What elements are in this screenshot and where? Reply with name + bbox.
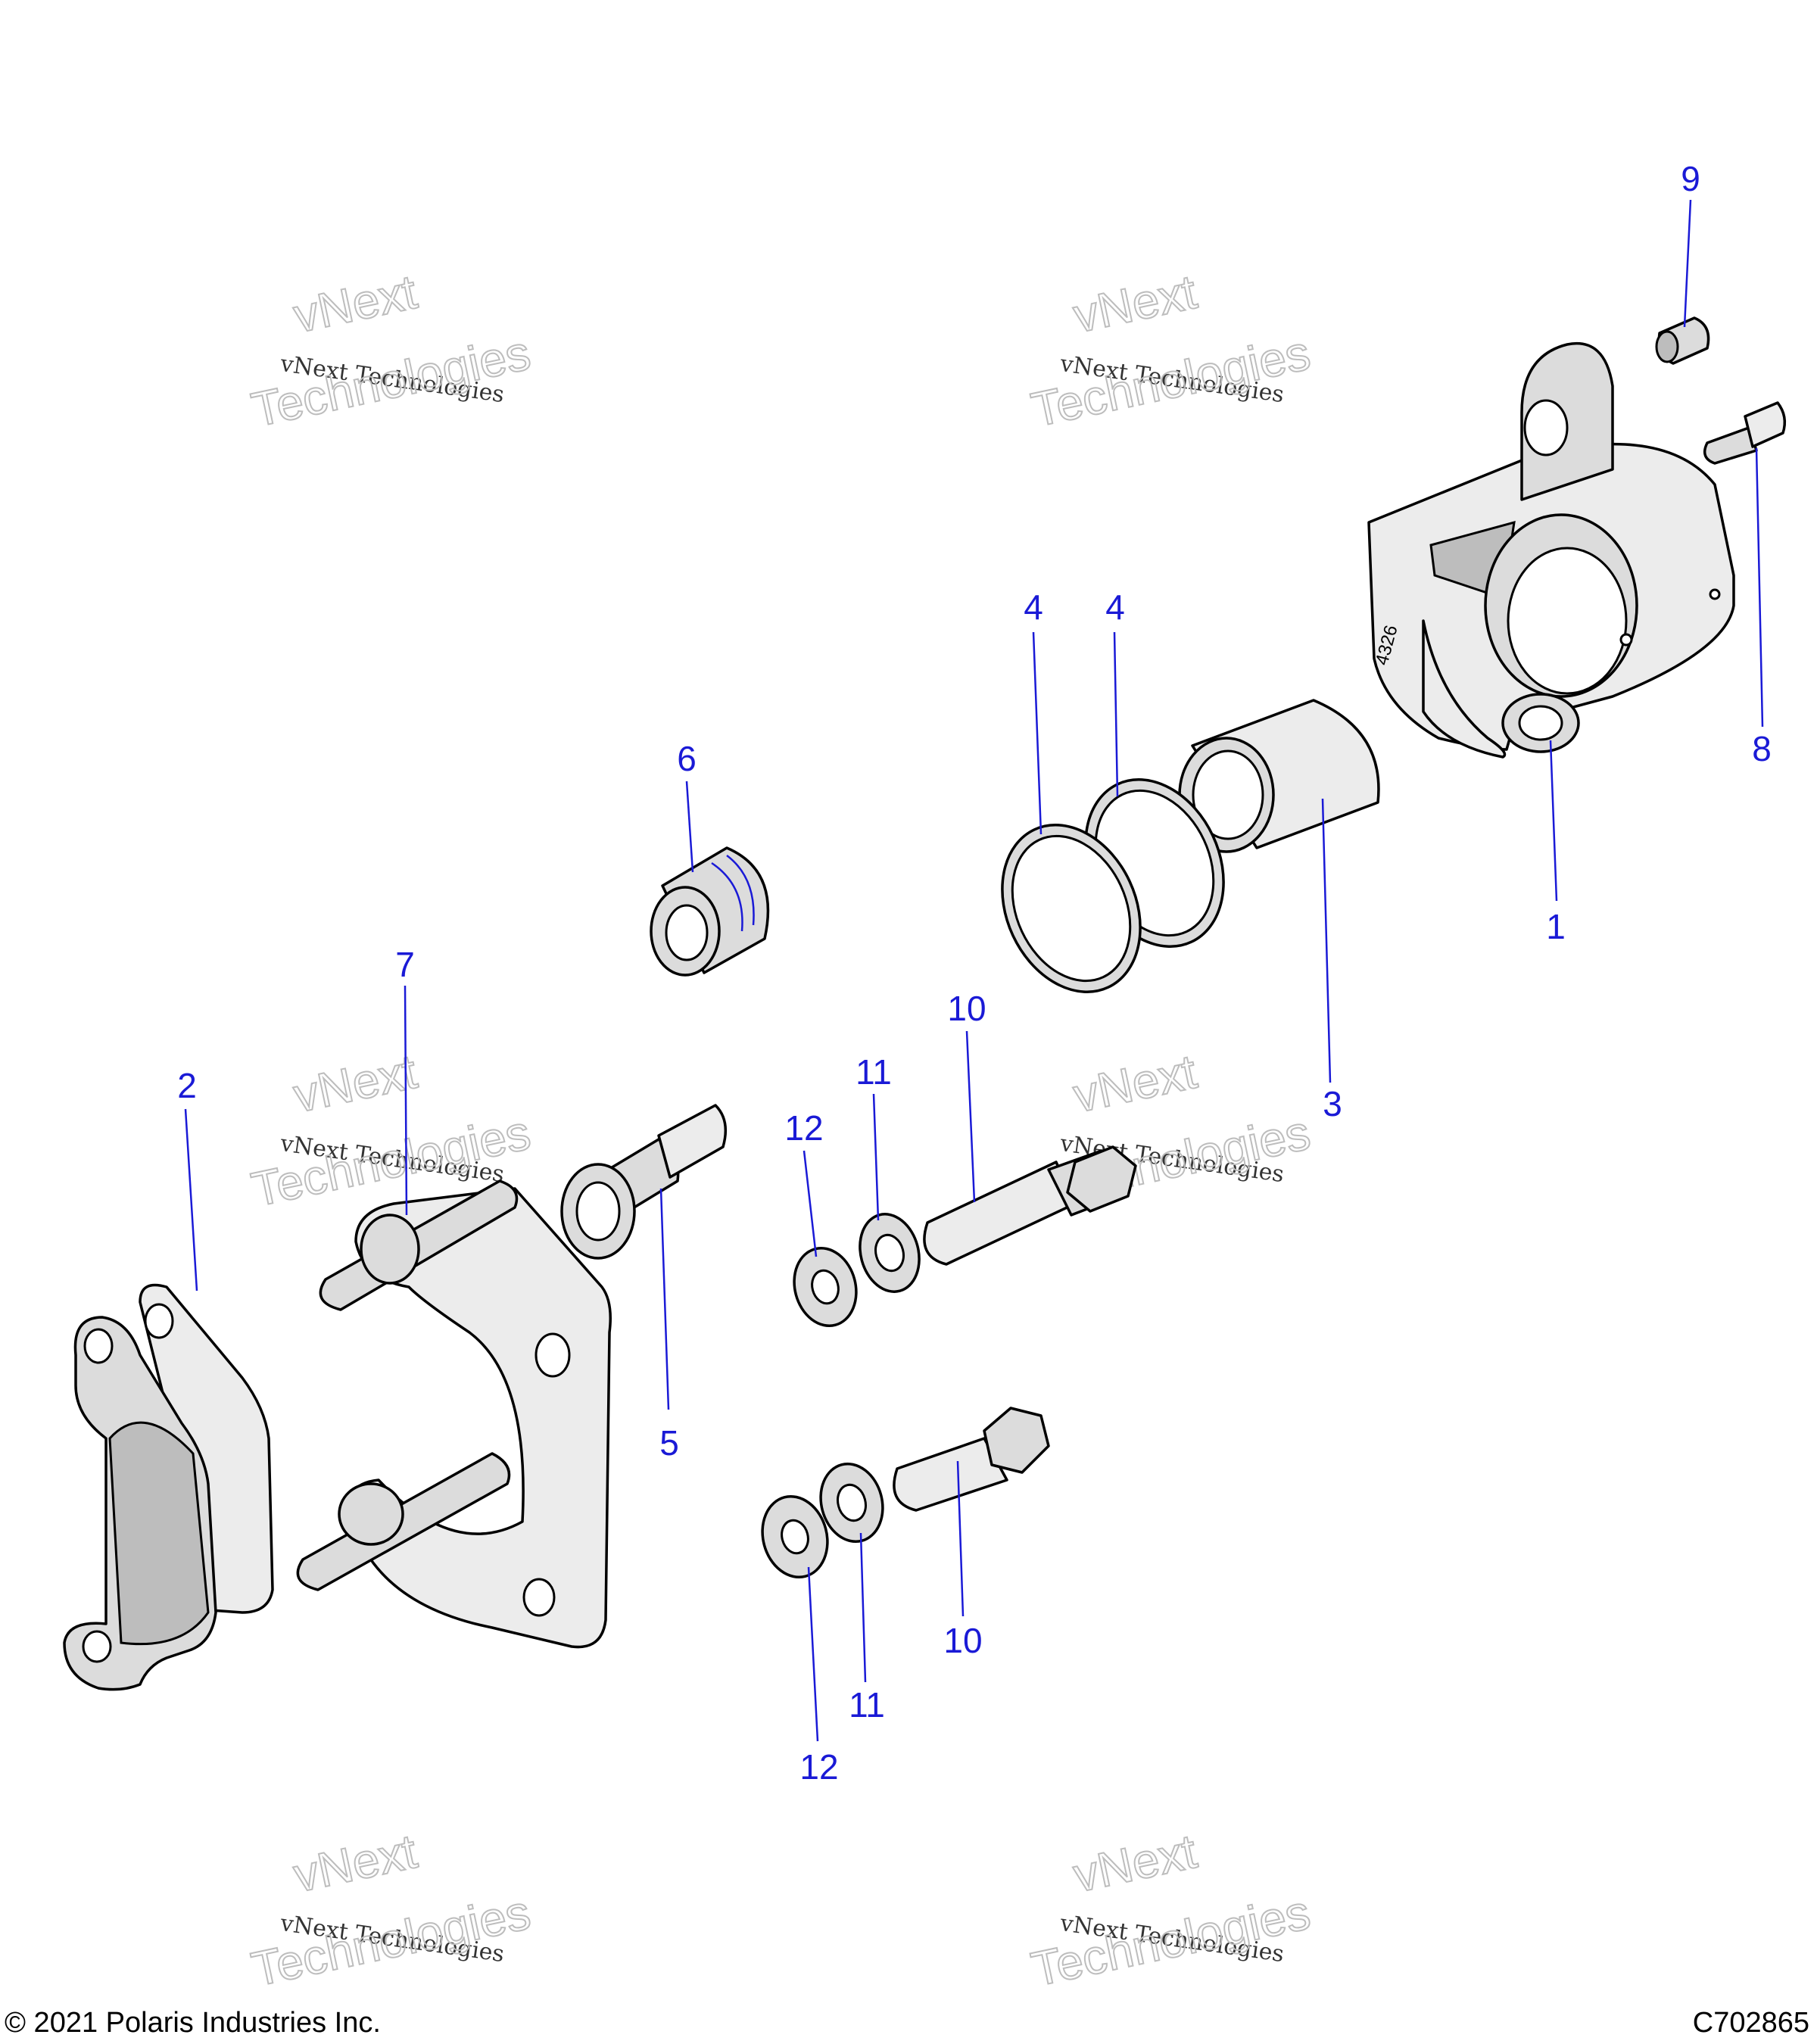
watermark-1: vNext vNext Technologies Technologies — [246, 263, 535, 438]
callout-12b: 12 — [799, 1747, 838, 1787]
callout-9: 9 — [1681, 159, 1700, 198]
leader-4b — [1113, 631, 1119, 797]
piston — [1178, 699, 1380, 853]
callout-10b: 10 — [943, 1621, 982, 1660]
callout-1: 1 — [1546, 907, 1566, 946]
lower-bolt — [893, 1407, 1050, 1512]
callout-4a: 4 — [1024, 587, 1043, 627]
watermark-word-top: vNext — [1069, 1824, 1201, 1902]
leader-3 — [1321, 798, 1332, 1083]
watermark-word-bottom: Technologies — [247, 1884, 535, 1996]
caliper-mount-bore — [1523, 399, 1569, 456]
watermark-6: vNext vNext Technologies Technologies — [1026, 1823, 1315, 1998]
figure-code: C702865 — [1692, 2007, 1809, 2039]
seal-ring-inner — [1001, 824, 1142, 993]
callout-4b: 4 — [1105, 587, 1125, 627]
bleeder-cap — [1655, 316, 1710, 365]
watermark-2: vNext vNext Technologies Technologies — [1026, 263, 1315, 438]
leader-10b — [956, 1460, 965, 1617]
leader-12a — [803, 1150, 818, 1257]
leader-10a — [965, 1030, 976, 1203]
lower-washer-11 — [819, 1462, 884, 1544]
bleeder-screw — [1703, 401, 1787, 465]
watermark-5: vNext vNext Technologies Technologies — [246, 1823, 535, 1998]
callout-6: 6 — [677, 739, 697, 778]
leader-12b — [807, 1566, 819, 1742]
watermark-word-top: vNext — [1069, 264, 1201, 343]
upper-washer-12 — [793, 1246, 858, 1328]
callout-11b: 11 — [849, 1685, 885, 1725]
upper-bolt — [923, 1145, 1137, 1266]
callout-12a: 12 — [784, 1108, 823, 1148]
callout-8: 8 — [1752, 729, 1772, 768]
callout-2: 2 — [177, 1066, 197, 1105]
lower-washer-12 — [761, 1494, 829, 1579]
leader-7 — [404, 985, 408, 1216]
upper-washer-11 — [859, 1213, 921, 1293]
caliper-body: 4326 — [1367, 342, 1735, 759]
callout-leaders — [184, 199, 1764, 1742]
leader-2 — [184, 1108, 198, 1292]
leader-1 — [1549, 740, 1558, 902]
leader-11a — [872, 1093, 880, 1221]
copyright-notice: © 2021 Polaris Industries Inc. — [5, 2007, 381, 2039]
watermark-word-bottom: Technologies — [1027, 325, 1314, 437]
caliper-bracket — [296, 1179, 612, 1649]
leader-4a — [1032, 631, 1043, 835]
leader-9 — [1683, 199, 1692, 328]
callout-5: 5 — [659, 1423, 679, 1463]
pin-boot — [650, 846, 770, 977]
watermark-word-bottom: Technologies — [1027, 1884, 1314, 1996]
callout-7: 7 — [395, 945, 415, 984]
callout-numbers: 9 8 1 3 4 4 6 7 2 5 10 11 12 10 11 12 — [177, 159, 1772, 1787]
leader-6 — [685, 781, 694, 873]
watermark-word-top: vNext — [1069, 1044, 1201, 1123]
watermark-word-top: vNext — [289, 264, 422, 343]
watermark-word-bottom: Technologies — [247, 325, 535, 437]
callout-10a: 10 — [947, 989, 986, 1028]
watermark-word-top: vNext — [289, 1824, 422, 1902]
leader-11b — [859, 1532, 867, 1683]
brake-pads — [63, 1283, 274, 1691]
leader-8 — [1755, 447, 1764, 728]
leader-5 — [659, 1188, 670, 1410]
callout-3: 3 — [1323, 1084, 1342, 1123]
watermark-word-top: vNext — [289, 1044, 422, 1123]
slide-pin — [560, 1104, 728, 1260]
callout-11a: 11 — [856, 1052, 892, 1092]
